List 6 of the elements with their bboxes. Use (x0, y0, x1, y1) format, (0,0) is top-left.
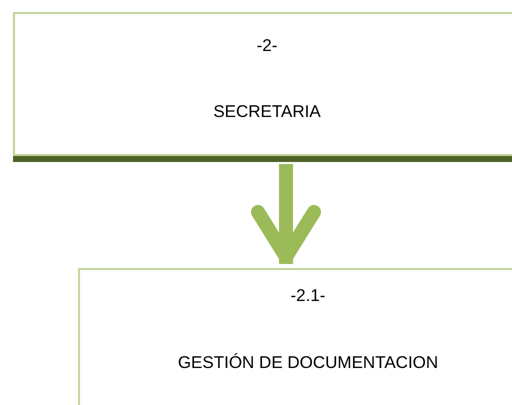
node-title: GESTIÓN DE DOCUMENTACION (176, 353, 440, 373)
arrow (251, 164, 321, 264)
org-box (78, 268, 512, 405)
node-number: -2- (256, 36, 278, 56)
node-title: SECRETARIA (212, 102, 322, 122)
node-number: -2.1- (290, 286, 326, 306)
